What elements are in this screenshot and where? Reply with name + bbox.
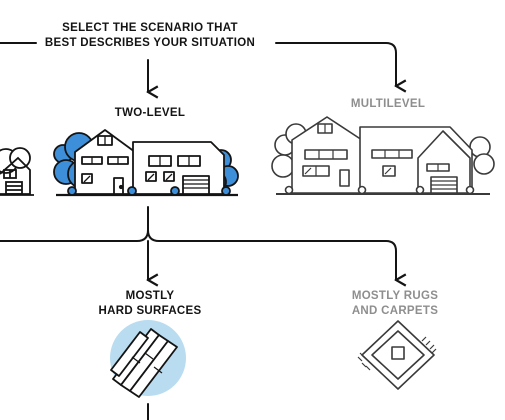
prompt-title: SELECT THE SCENARIO THAT BEST DESCRIBES … (0, 21, 300, 51)
hard-surfaces-line-1: MOSTLY (125, 290, 175, 302)
rugs-carpets-line-2: AND CARPETS (351, 305, 439, 317)
option-rugs-carpets-label[interactable]: MOSTLY RUGS AND CARPETS (330, 289, 460, 319)
prompt-connectors (0, 42, 396, 92)
option-two-level-label[interactable]: TWO-LEVEL (114, 107, 186, 119)
prompt-line-1: SELECT THE SCENARIO THAT (62, 22, 238, 34)
option-hard-surfaces-label[interactable]: MOSTLY HARD SURFACES (85, 289, 215, 319)
option-multilevel-label[interactable]: MULTILEVEL (350, 98, 426, 110)
rug-icon[interactable] (357, 320, 437, 390)
rugs-carpets-line-1: MOSTLY RUGS (351, 290, 439, 302)
two-level-house-icon[interactable] (53, 129, 239, 197)
hard-surfaces-line-2: HARD SURFACES (98, 305, 202, 317)
partial-house-left (0, 147, 34, 196)
branch-connectors (0, 206, 396, 420)
multilevel-house-icon[interactable] (271, 116, 495, 195)
prompt-line-2: BEST DESCRIBES YOUR SITUATION (44, 37, 256, 49)
wood-planks-icon[interactable] (110, 320, 186, 398)
